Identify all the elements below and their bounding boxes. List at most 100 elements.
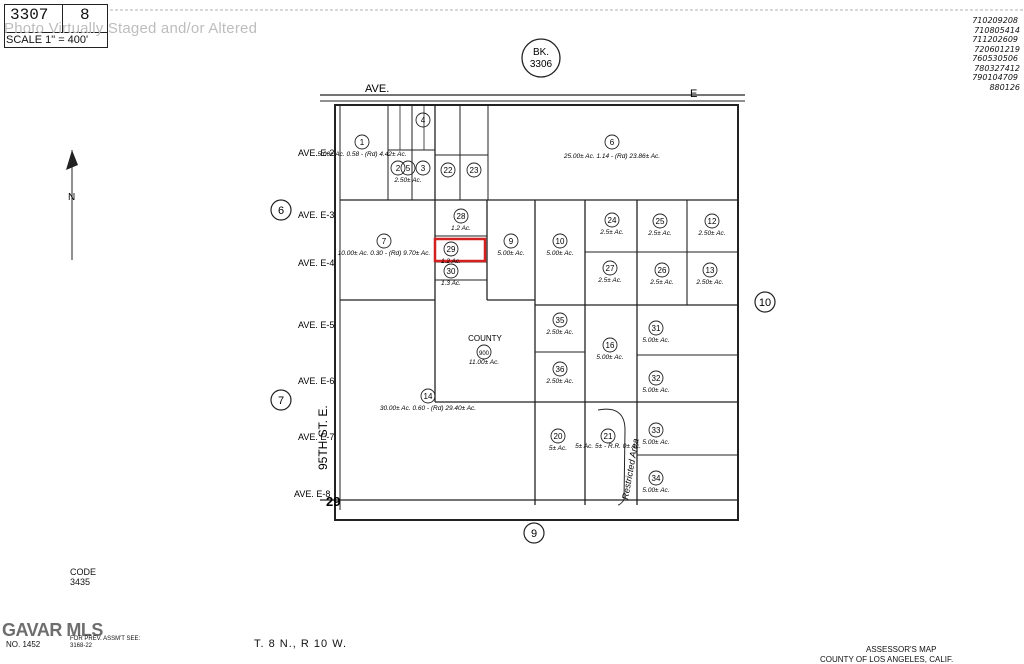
parcel-area: 2.5± Ac. — [649, 279, 674, 286]
parcel-number: 32 — [652, 374, 661, 383]
parcel-area: 11.00± Ac. — [469, 359, 500, 366]
county-label: COUNTY — [468, 334, 502, 343]
section-circle — [754, 291, 776, 313]
parcel-circle — [702, 262, 718, 278]
restricted-area-boundary — [597, 408, 626, 506]
header-divider — [62, 4, 63, 32]
parcel-number: 7 — [382, 237, 387, 246]
section-circle — [270, 389, 292, 411]
parcel-area: 10.00± Ac. 0.30 - (Rd) 9.70± Ac. — [338, 250, 431, 257]
parcel-area: 2.50± Ac. — [697, 230, 725, 237]
parcel-number: 25 — [656, 217, 665, 226]
parcel-circle — [552, 361, 568, 377]
parcel-area: 5.00± Ac. — [642, 387, 669, 394]
book-ref-label: BK. — [533, 47, 549, 58]
parcel-number: 14 — [424, 392, 433, 401]
header-divider-h — [4, 32, 108, 33]
avenue-label: AVE. E-2 — [298, 148, 334, 158]
parcel-area: 5.00± Ac. — [642, 337, 669, 344]
parcel-number: 2 — [396, 164, 401, 173]
parcel-circle — [552, 233, 568, 249]
street-top-label: AVE. — [365, 83, 389, 95]
parcel-number: 9 — [509, 237, 514, 246]
parcel-number: 13 — [706, 266, 715, 275]
side-street-label: 95TH ST. E. — [316, 405, 330, 470]
parcel-number: 31 — [652, 324, 661, 333]
previous-assessment: FOR PREV. ASSM'T SEE: 3168-22 — [70, 636, 141, 649]
parcel-number: 30 — [447, 267, 456, 276]
parcel-area: 25.00± Ac. 1.14 - (Rd) 23.86± Ac. — [563, 153, 660, 160]
parcel-circle — [390, 160, 406, 176]
parcel-area: 1.2 Ac. — [451, 225, 471, 232]
parcel-circle — [648, 320, 664, 336]
avenue-label: AVE. E-4 — [298, 258, 334, 268]
parcel-area: 2.50± Ac. — [695, 279, 723, 286]
parcel-number: 27 — [606, 264, 615, 273]
parcel-area: 5± Ac. — [549, 445, 567, 452]
parcel-number: 4 — [421, 116, 426, 125]
parcel-circle — [466, 162, 482, 178]
page-sub-number: 8 — [80, 6, 90, 24]
parcel-circle — [443, 263, 459, 279]
book-page-box — [4, 4, 108, 48]
code-value: 3435 — [70, 577, 91, 587]
section-number: 7 — [278, 395, 284, 407]
code-block: CODE 3435 — [70, 567, 96, 587]
code-label: CODE — [70, 567, 97, 577]
parcel-circle — [453, 208, 469, 224]
parcel-area: 5.00± Ac. — [596, 354, 623, 361]
parcel-area: 30.00± Ac. 0.60 - (Rd) 29.40± Ac. — [380, 405, 476, 412]
parcel-area: 5.00± Ac. — [546, 250, 573, 257]
avenue-label: AVE. E-5 — [298, 320, 334, 330]
parcel-number: 1 — [360, 138, 365, 147]
parcel-number: 20 — [554, 432, 563, 441]
parcel-number: 900 — [479, 351, 490, 357]
section-number: 10 — [759, 297, 771, 309]
parcel-area: 5± Ac. 5± - R.R. 0± Ac. — [575, 443, 641, 450]
parcel-number: 22 — [444, 166, 453, 175]
parcel-circle — [652, 213, 668, 229]
north-arrow-head-icon — [66, 150, 78, 170]
doc-number: 710209208 — [972, 16, 1018, 25]
parcel-circle — [420, 388, 436, 404]
doc-number: 711202609 — [972, 35, 1018, 44]
parcel-area: 1.3 Ac. — [441, 280, 461, 287]
north-label: N — [68, 192, 75, 203]
doc-number: 760530506 — [972, 54, 1018, 63]
parcel-number: 35 — [556, 316, 565, 325]
tract-number: NO. 1452 — [6, 640, 41, 649]
parcel-number: 24 — [608, 216, 617, 225]
parcel-area: 5.00± Ac. — [497, 250, 524, 257]
parcel-area: 5.00± Ac. 0.58 - (Rd) 4.42± Ac. — [317, 151, 406, 158]
map-scale: SCALE 1" = 400' — [6, 34, 89, 46]
parcel-circle — [602, 337, 618, 353]
parcel-number: 36 — [556, 365, 565, 374]
avenue-label: AVE. E-8 — [294, 489, 330, 499]
parcel-circle — [600, 428, 616, 444]
parcel-number: 29 — [447, 245, 456, 254]
parcel-area: 2.5± Ac. — [647, 230, 672, 237]
avenue-label: AVE. E-6 — [298, 376, 334, 386]
doc-number: 880126 — [989, 82, 1020, 92]
staged-watermark: Photo Virtually Staged and/or Altered — [4, 20, 258, 37]
assessor-map-title: ASSESSOR'S MAP — [866, 645, 937, 654]
parcel-number: 23 — [470, 166, 479, 175]
parcel-number: 12 — [708, 217, 717, 226]
parcel-area: 2.5± Ac. — [597, 277, 622, 284]
assessor-map-subtitle: COUNTY OF LOS ANGELES, CALIF. — [820, 655, 954, 664]
doc-number: 720601219 — [974, 44, 1020, 54]
section-number: 6 — [278, 205, 284, 217]
parcel-area: 2.50± Ac. — [393, 177, 421, 184]
parcel-circle — [376, 233, 392, 249]
highlighted-parcel-box — [433, 237, 487, 263]
parcel-circle — [476, 344, 492, 360]
parcel-circle — [604, 212, 620, 228]
parcel-number: 3 — [421, 164, 426, 173]
parcel-circle — [648, 370, 664, 386]
doc-number: 780327412 — [974, 63, 1020, 73]
mls-watermark: GAVAR MLS — [2, 620, 103, 640]
parcel-circle — [654, 262, 670, 278]
parcel-number: 10 — [556, 237, 565, 246]
township-label: T. 8 N., R 10 W. — [254, 638, 348, 650]
